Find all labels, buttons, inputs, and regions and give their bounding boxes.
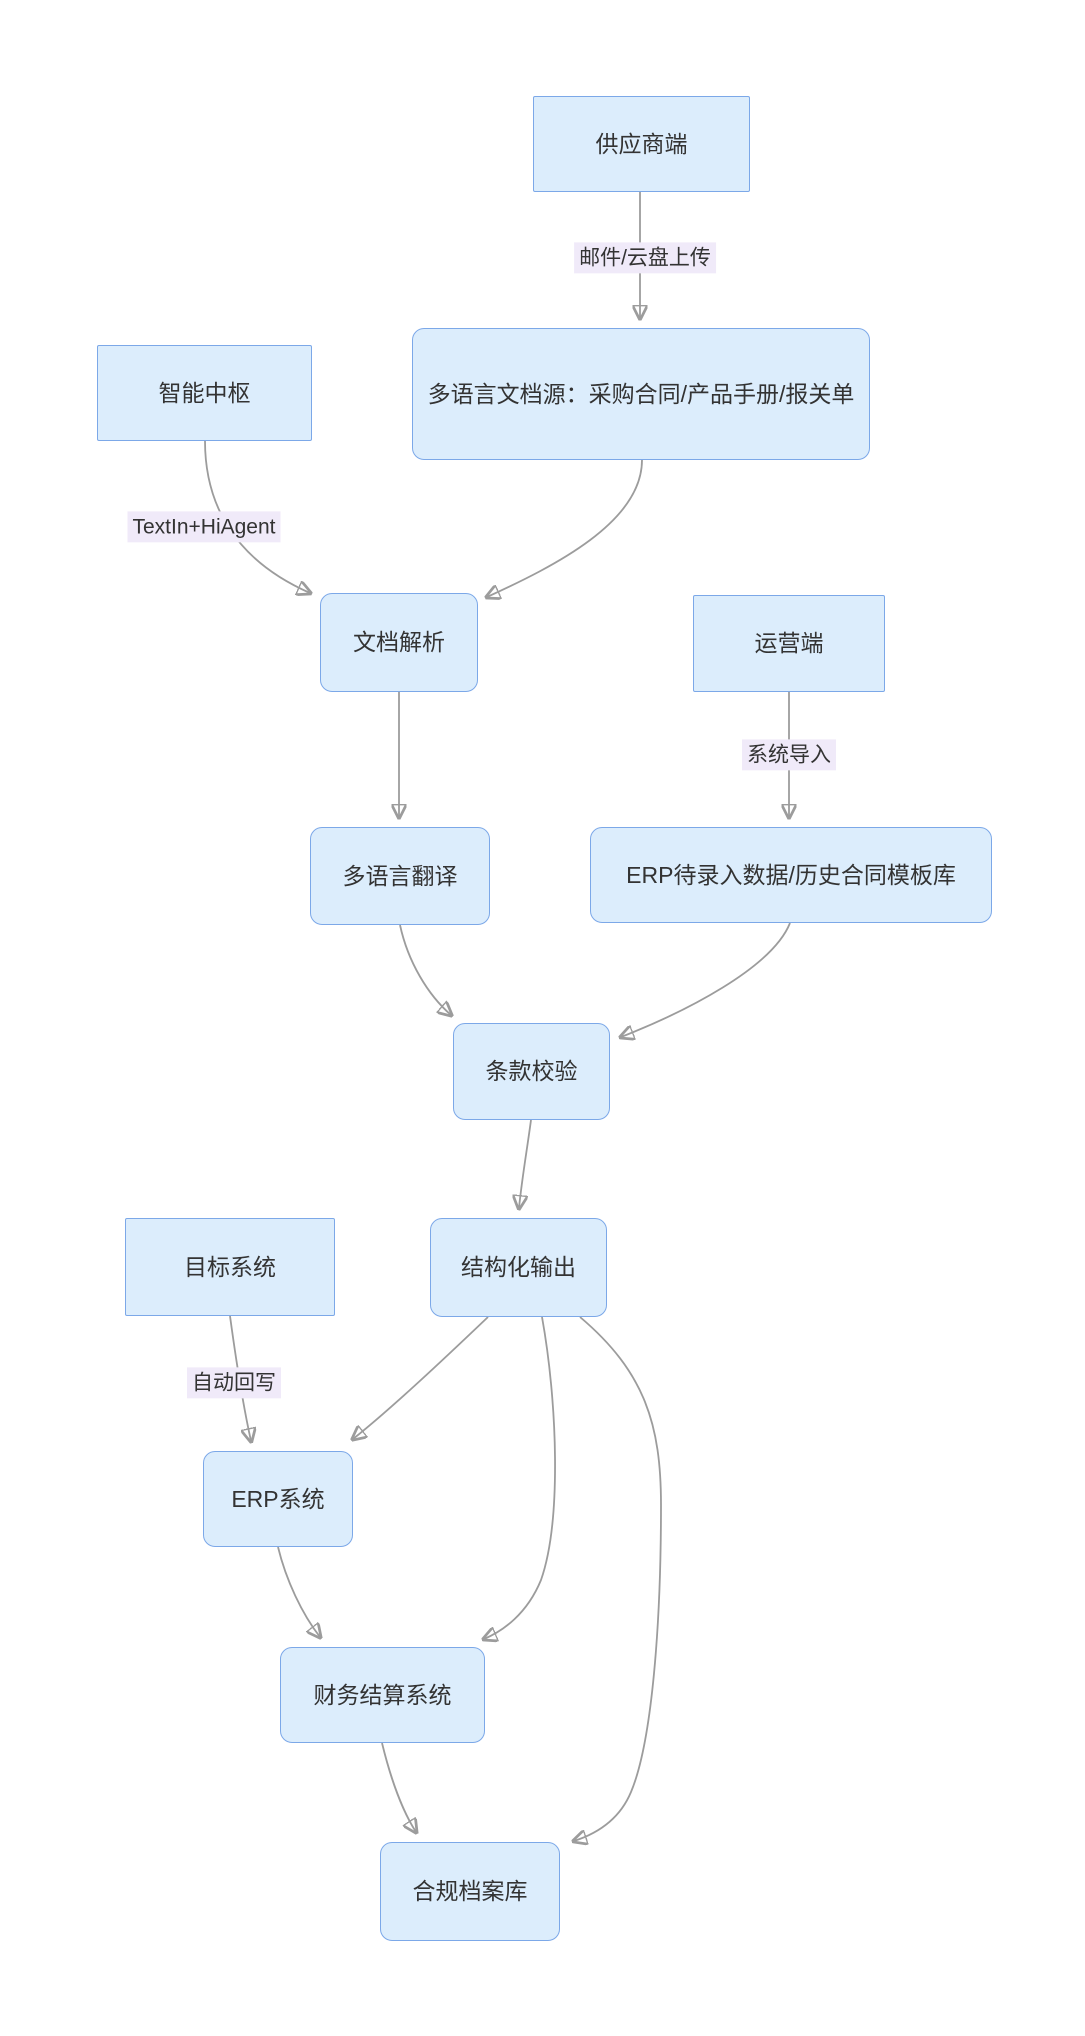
edge-label-sys-import: 系统导入 bbox=[742, 739, 836, 771]
node-structured: 结构化输出 bbox=[430, 1218, 607, 1317]
node-erp-data: ERP待录入数据/历史合同模板库 bbox=[590, 827, 992, 923]
edge-finance-to-archive bbox=[381, 1742, 416, 1832]
edge-erp-sys-to-finance bbox=[277, 1546, 320, 1637]
edge-label-writeback: 自动回写 bbox=[187, 1367, 281, 1399]
edge-structured-to-finance bbox=[484, 1316, 556, 1639]
edge-structured-to-erp-sys bbox=[353, 1316, 489, 1439]
edge-term-check-to-structured bbox=[519, 1119, 532, 1208]
node-finance: 财务结算系统 bbox=[280, 1647, 485, 1743]
node-supplier: 供应商端 bbox=[533, 96, 750, 192]
node-term-check: 条款校验 bbox=[453, 1023, 610, 1120]
node-translate: 多语言翻译 bbox=[310, 827, 490, 925]
edge-structured-to-archive bbox=[574, 1316, 662, 1841]
node-hub: 智能中枢 bbox=[97, 345, 312, 441]
node-target: 目标系统 bbox=[125, 1218, 335, 1316]
edge-label-textin: TextIn+HiAgent bbox=[127, 511, 281, 543]
node-erp-sys: ERP系统 bbox=[203, 1451, 353, 1547]
node-doc-source: 多语言文档源：采购合同/产品手册/报关单 bbox=[412, 328, 870, 460]
edge-translate-to-term-check bbox=[399, 924, 451, 1015]
edge-label-upload: 邮件/云盘上传 bbox=[574, 242, 716, 274]
edge-erp-data-to-term-check bbox=[621, 922, 791, 1037]
node-archive: 合规档案库 bbox=[380, 1842, 560, 1941]
node-ops: 运营端 bbox=[693, 595, 885, 692]
edge-doc-source-to-parse bbox=[487, 459, 643, 597]
node-parse: 文档解析 bbox=[320, 593, 478, 692]
